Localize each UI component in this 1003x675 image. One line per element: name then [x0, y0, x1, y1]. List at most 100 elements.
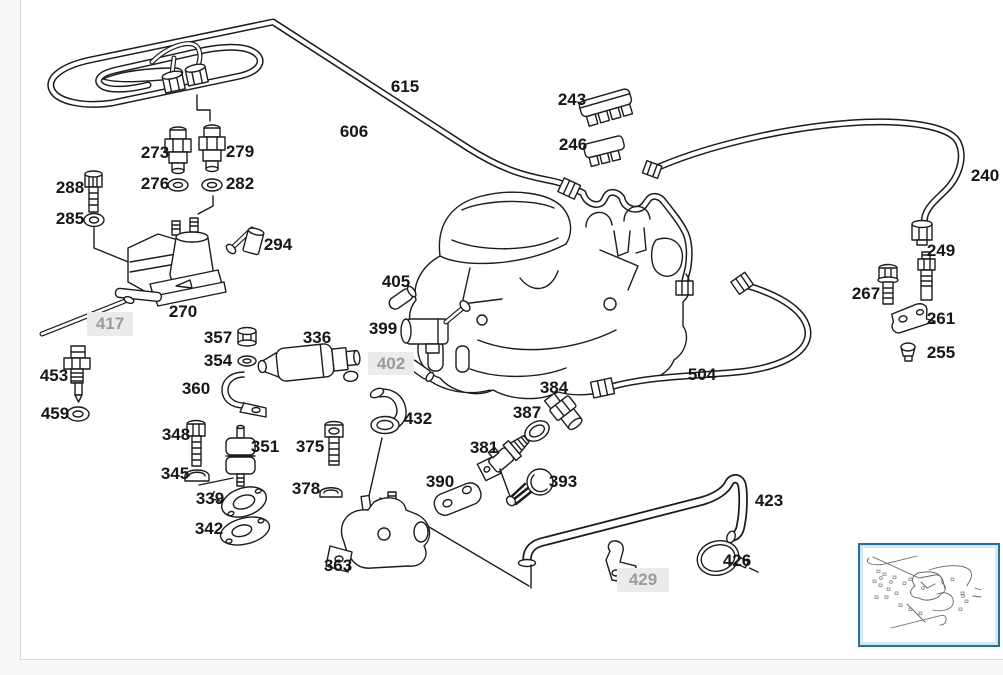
washer-285	[83, 212, 105, 228]
sensor-453	[63, 345, 91, 403]
part-label-267: 267	[852, 284, 880, 303]
pipe-405	[388, 285, 417, 310]
bracket-390	[433, 482, 482, 516]
part-label-381: 381	[470, 438, 498, 457]
elbow-294	[225, 226, 265, 256]
fitting-279	[198, 124, 226, 173]
part-label-504: 504	[688, 365, 717, 384]
part-label-354: 354	[204, 351, 233, 370]
clamp-block-246	[583, 135, 625, 168]
part-label-270: 270	[169, 302, 197, 321]
part-label-426: 426	[723, 551, 751, 570]
fitting-384	[543, 392, 583, 431]
housing-363	[325, 491, 431, 573]
part-label-375: 375	[296, 437, 324, 456]
line-nut	[184, 63, 209, 87]
part-label-255: 255	[927, 343, 955, 362]
pipe-423	[517, 474, 748, 568]
hose-nut	[730, 271, 755, 296]
clamp-360	[221, 371, 267, 418]
part-label-390: 390	[426, 472, 454, 491]
line-nut	[911, 219, 933, 246]
part-label-273: 273	[141, 143, 169, 162]
damper-351	[225, 424, 256, 487]
fuel-line-coil-615-606	[47, 18, 693, 288]
washer-459	[66, 406, 90, 422]
part-label-417: 417	[96, 314, 124, 333]
part-label-378: 378	[292, 479, 320, 498]
line-nut	[161, 70, 186, 94]
part-label-453: 453	[40, 366, 68, 385]
part-label-351: 351	[251, 437, 279, 456]
ghost-box-417	[87, 312, 133, 336]
diagram-canvas	[20, 0, 1003, 660]
part-label-285: 285	[56, 209, 84, 228]
valve-270	[114, 217, 227, 307]
part-label-339: 339	[196, 489, 224, 508]
part-label-261: 261	[927, 309, 955, 328]
part-label-405: 405	[382, 272, 410, 291]
hose-fitting	[589, 377, 616, 399]
clip-378	[319, 487, 343, 498]
elbow-hose-432	[369, 387, 407, 435]
line-nut	[675, 280, 694, 296]
nut-357	[237, 326, 257, 347]
clamp-block-243	[578, 88, 634, 127]
washer-276	[167, 178, 189, 192]
thumbnail-art	[866, 555, 982, 629]
leader-line	[368, 437, 383, 497]
overview-thumbnail[interactable]	[858, 543, 1000, 647]
part-label-282: 282	[226, 174, 254, 193]
part-label-615: 615	[391, 77, 419, 96]
part-label-279: 279	[226, 142, 254, 161]
ghost-box-402	[368, 352, 414, 375]
line-nut	[557, 177, 582, 200]
rod-417	[39, 295, 135, 337]
engine-assembly	[409, 191, 691, 400]
clamp-426	[696, 540, 759, 576]
part-label-606: 606	[340, 122, 368, 141]
part-label-429: 429	[629, 570, 657, 589]
gasket-342	[219, 516, 271, 546]
part-label-336: 336	[303, 328, 331, 347]
nut-393	[505, 468, 554, 507]
leader-line	[93, 227, 139, 267]
flange-339	[209, 486, 267, 518]
bolt-267	[877, 263, 899, 305]
part-label-459: 459	[41, 404, 69, 423]
leader-line	[197, 195, 214, 215]
part-label-360: 360	[182, 379, 210, 398]
part-label-345: 345	[161, 464, 189, 483]
part-label-276: 276	[141, 174, 169, 193]
part-label-384: 384	[540, 378, 569, 397]
part-label-246: 246	[559, 135, 587, 154]
cap-nut-255	[900, 342, 916, 362]
bolt-288	[84, 170, 103, 213]
ghost-box-429	[617, 568, 669, 592]
bolt-375	[324, 420, 344, 466]
washer-282	[201, 178, 223, 192]
part-label-288: 288	[56, 178, 84, 197]
part-label-294: 294	[264, 235, 293, 254]
part-label-432: 432	[404, 409, 432, 428]
leader-line	[196, 94, 211, 122]
seal-387	[524, 420, 550, 442]
fitting-273	[164, 126, 192, 175]
leader-line	[198, 477, 234, 486]
fuel-line-240	[641, 118, 965, 296]
bolt-348	[186, 419, 206, 467]
washer-354	[237, 355, 257, 367]
part-label-402: 402	[377, 354, 405, 373]
part-label-423: 423	[755, 491, 783, 510]
part-label-249: 249	[927, 241, 955, 260]
part-label-342: 342	[195, 519, 223, 538]
part-label-363: 363	[324, 556, 352, 575]
part-label-357: 357	[204, 328, 232, 347]
hose-504	[589, 271, 812, 399]
overview-thumbnail-image	[863, 548, 995, 642]
part-label-348: 348	[162, 425, 190, 444]
stud-249	[917, 251, 936, 301]
pump-336	[257, 343, 361, 383]
